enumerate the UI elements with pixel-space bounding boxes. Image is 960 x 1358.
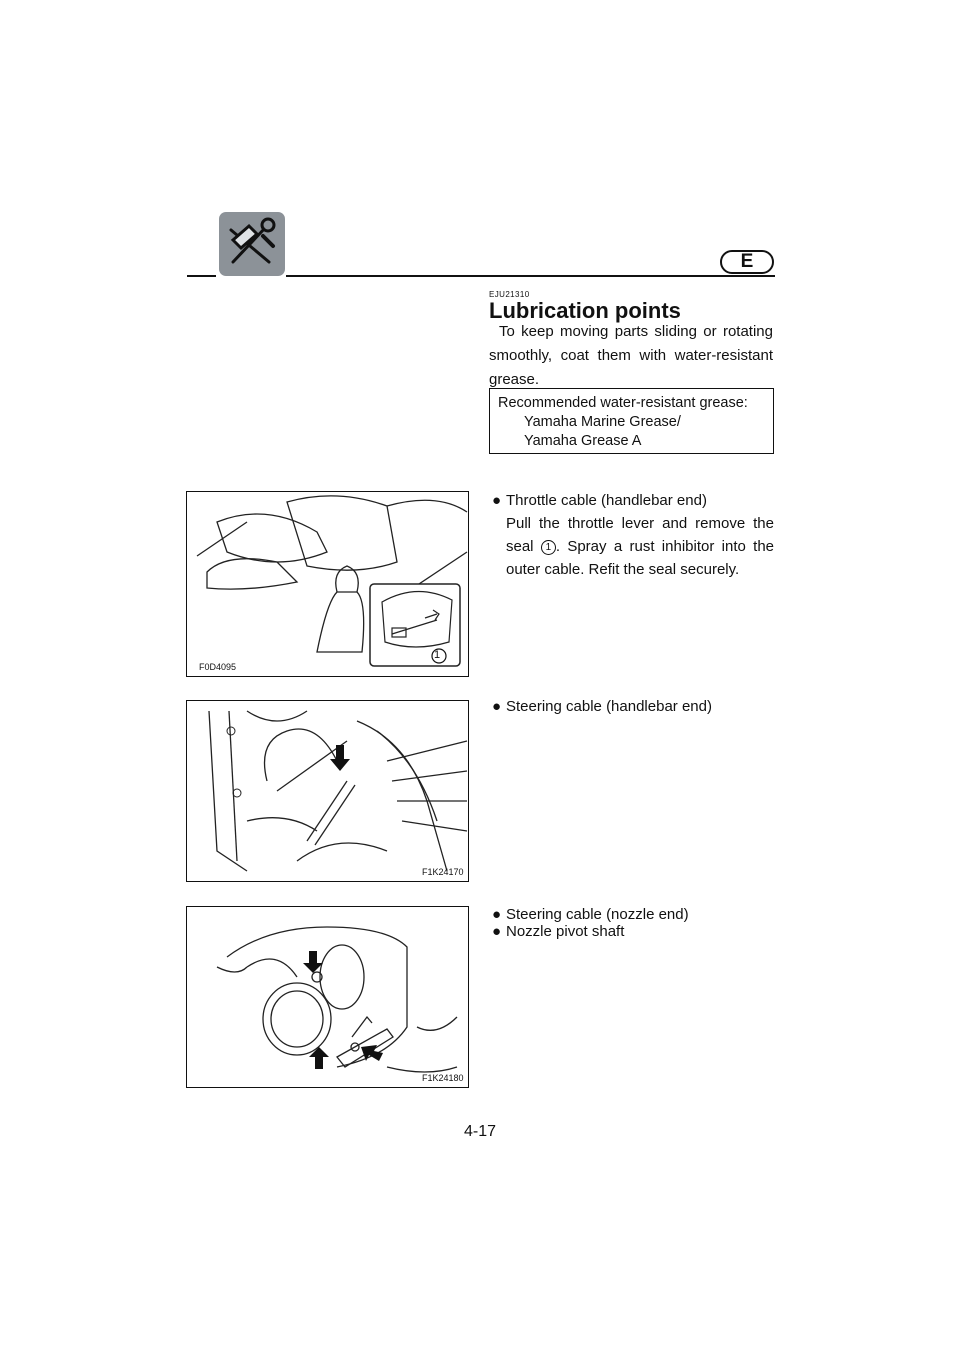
figure-code: F1K24170 <box>422 867 464 877</box>
figure-code: F0D4095 <box>199 662 237 672</box>
figure-steering-cable-handlebar: F1K24170 <box>186 700 469 882</box>
list-item: ●Steering cable (nozzle end) <box>492 903 774 926</box>
tools-icon <box>219 212 285 276</box>
item-description: Pull the throttle lever and remove the s… <box>492 512 774 581</box>
bullet-icon: ● <box>492 492 502 509</box>
list-item: ●Nozzle pivot shaft <box>492 920 774 943</box>
figure-code: F1K24180 <box>422 1073 464 1083</box>
item-label: Steering cable (handlebar end) <box>506 698 712 715</box>
callout-number: 1 <box>540 539 556 555</box>
recommendation-box: Recommended water-resistant grease: Yama… <box>489 388 774 454</box>
page-number: 4-17 <box>463 1123 497 1140</box>
figure-throttle-cable: 1 F0D4095 <box>186 491 469 677</box>
item-label: Throttle cable (handlebar end) <box>506 492 707 509</box>
figure-callout: 1 <box>434 649 441 661</box>
language-badge: E <box>720 250 774 274</box>
item-description-part-b: . Spray a rust inhibitor into the outer … <box>506 538 774 578</box>
header-rule <box>187 275 775 277</box>
recommendation-heading: Recommended water-resistant grease: <box>498 395 748 411</box>
item-label: Steering cable (nozzle end) <box>506 906 689 923</box>
bullet-icon: ● <box>492 698 502 715</box>
item-label: Nozzle pivot shaft <box>506 923 625 940</box>
recommendation-line-1: Yamaha Marine Grease/ <box>524 414 681 430</box>
figure-steering-cable-nozzle: F1K24180 <box>186 906 469 1088</box>
intro-paragraph: To keep moving parts sliding or rotating… <box>489 323 773 388</box>
recommendation-line-2: Yamaha Grease A <box>524 433 642 449</box>
item-description-part-a: Pull the throttle lever and remove the s… <box>506 515 774 555</box>
section-code: EJU21310 <box>489 290 530 299</box>
section-title: Lubrication points <box>489 298 681 323</box>
bullet-icon: ● <box>492 906 502 923</box>
list-item: ●Throttle cable (handlebar end) Pull the… <box>492 489 774 581</box>
list-item: ●Steering cable (handlebar end) <box>492 695 774 718</box>
bullet-icon: ● <box>492 923 502 940</box>
